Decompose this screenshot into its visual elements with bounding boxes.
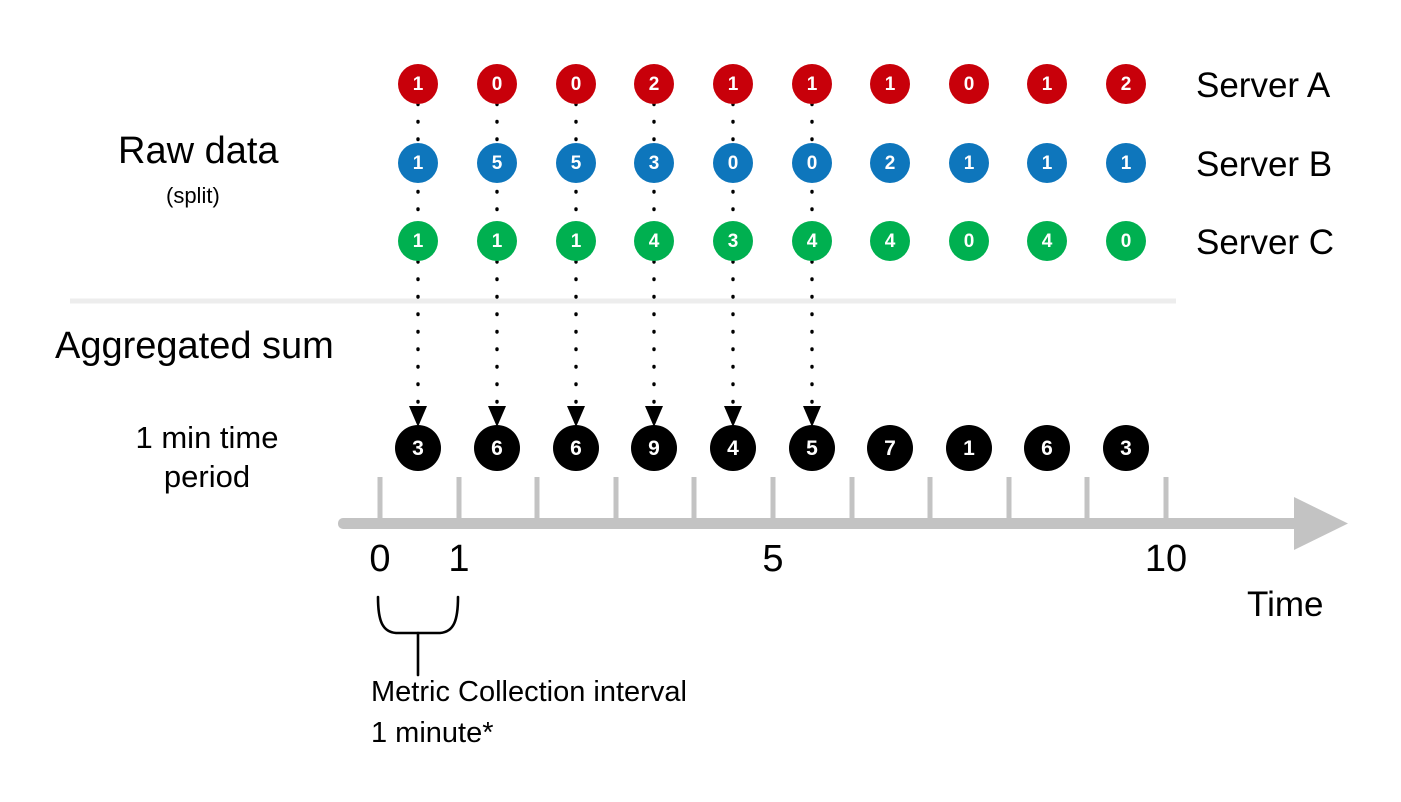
node-server-c-0: 1: [398, 221, 438, 261]
node-server-c-1: 1: [477, 221, 517, 261]
node-server-b-4: 0: [713, 143, 753, 183]
node-server-b-2: 5: [556, 143, 596, 183]
node-server-b-5: 0: [792, 143, 832, 183]
node-server-b-8: 1: [1027, 143, 1067, 183]
axis-tick-label-5: 5: [762, 538, 784, 580]
node-server-c-2: 1: [556, 221, 596, 261]
legend-label-server-b: Server B: [1196, 145, 1333, 184]
node-server-a-0: 1: [398, 64, 438, 104]
aggregated-sum-title: Aggregated sum: [55, 325, 334, 367]
node-server-b-9: 1: [1106, 143, 1146, 183]
node-server-a-9: 2: [1106, 64, 1146, 104]
node-aggregate-7: 1: [946, 425, 992, 471]
node-server-c-3: 4: [634, 221, 674, 261]
node-server-a-2: 0: [556, 64, 596, 104]
node-aggregate-0: 3: [395, 425, 441, 471]
node-server-a-1: 0: [477, 64, 517, 104]
node-server-c-8: 4: [1027, 221, 1067, 261]
time-period-label-line1: 1 min time: [135, 420, 279, 455]
node-server-b-1: 5: [477, 143, 517, 183]
node-server-c-4: 3: [713, 221, 753, 261]
node-aggregate-6: 7: [867, 425, 913, 471]
node-aggregate-1: 6: [474, 425, 520, 471]
node-server-c-6: 4: [870, 221, 910, 261]
axis-ticks: [377, 477, 1169, 523]
node-server-a-5: 1: [792, 64, 832, 104]
time-axis: [338, 497, 1348, 550]
node-server-a-7: 0: [949, 64, 989, 104]
dotted-connectors: [416, 102, 814, 410]
node-server-a-8: 1: [1027, 64, 1067, 104]
node-aggregate-2: 6: [553, 425, 599, 471]
interval-brace: [376, 595, 460, 677]
legend-label-server-c: Server C: [1196, 223, 1335, 262]
node-server-b-0: 1: [398, 143, 438, 183]
node-server-c-7: 0: [949, 221, 989, 261]
time-period-label-line2: period: [163, 459, 251, 494]
raw-data-title: Raw data: [118, 130, 279, 172]
axis-tick-label-0: 0: [369, 538, 391, 580]
node-server-a-3: 2: [634, 64, 674, 104]
axis-tick-label-10: 10: [1144, 538, 1188, 580]
node-server-a-4: 1: [713, 64, 753, 104]
collection-interval-caption-line2: 1 minute*: [371, 717, 494, 749]
axis-title-time: Time: [1247, 585, 1324, 624]
node-aggregate-4: 4: [710, 425, 756, 471]
legend-label-server-a: Server A: [1196, 66, 1331, 105]
node-server-c-9: 0: [1106, 221, 1146, 261]
node-server-b-7: 1: [949, 143, 989, 183]
node-server-b-6: 2: [870, 143, 910, 183]
connector-arrowheads: [409, 406, 821, 427]
node-aggregate-5: 5: [789, 425, 835, 471]
raw-data-subtitle: (split): [166, 183, 220, 208]
node-server-b-3: 3: [634, 143, 674, 183]
node-server-a-6: 1: [870, 64, 910, 104]
node-aggregate-9: 3: [1103, 425, 1149, 471]
node-server-c-5: 4: [792, 221, 832, 261]
node-aggregate-8: 6: [1024, 425, 1070, 471]
axis-tick-label-1: 1: [448, 538, 470, 580]
collection-interval-caption-line1: Metric Collection interval: [371, 676, 687, 708]
node-aggregate-3: 9: [631, 425, 677, 471]
